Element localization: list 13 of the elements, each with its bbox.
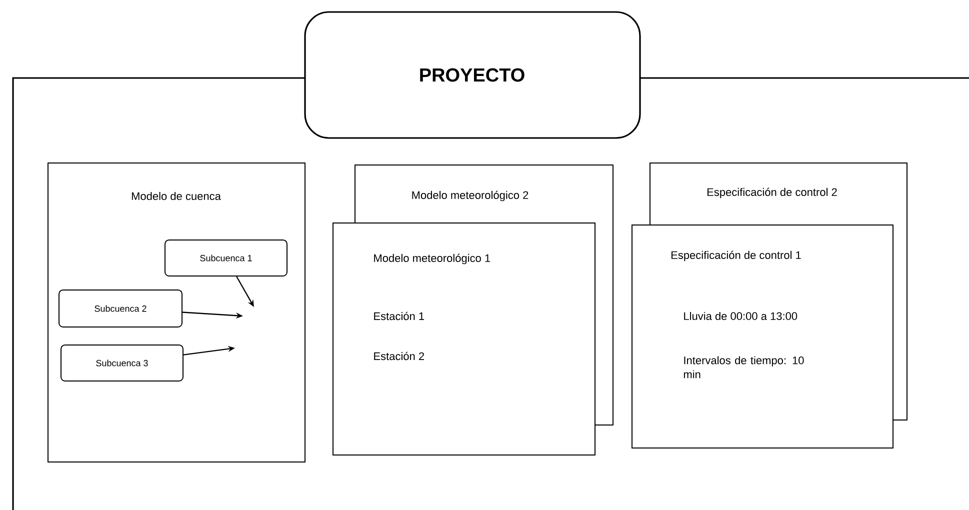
subbasin-box: Subcuenca 2 (58, 290, 182, 328)
card-title: Modelo meteorológico 1 (374, 254, 490, 264)
card-title: Especificación de control 2 (708, 188, 837, 198)
card-title: Especificación de control 1 (672, 250, 801, 262)
card-text: Lluvia de 00:00 a 13:00 (684, 312, 798, 320)
subbasin-box: Subcuenca 1 (164, 240, 288, 276)
card-title: Modelo meteorológico 2 (412, 190, 528, 202)
card-title: Modelo de cuenca (132, 192, 221, 200)
subbasin-box: Subcuenca 3 (60, 344, 184, 382)
card-text: Estación 1 (374, 312, 424, 320)
title-text: PROYECTO (420, 68, 524, 82)
card-text: Estación 2 (374, 352, 424, 360)
card-text: Intervalos de tiempo: 10 min (684, 356, 804, 378)
